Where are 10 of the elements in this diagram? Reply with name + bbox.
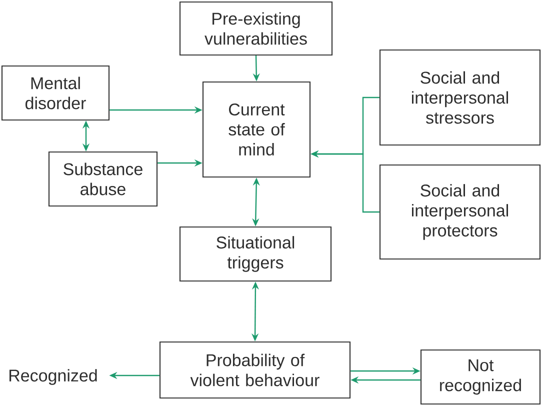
- text-box: Social and interpersonal protectors: [379, 164, 541, 260]
- text-box: Current state of mind: [202, 81, 311, 178]
- text-box: Mental disorder: [1, 65, 110, 121]
- text-box: Substance abuse: [48, 151, 158, 207]
- text-box: Situational triggers: [179, 226, 332, 282]
- text-box: Not recognized: [420, 349, 541, 405]
- text-label: Recognized: [10, 369, 97, 385]
- text-box: Probability of violent behaviour: [159, 341, 351, 399]
- text-box: Pre-existing vulnerabilities: [179, 1, 333, 56]
- text-box: Social and interpersonal stressors: [379, 49, 541, 146]
